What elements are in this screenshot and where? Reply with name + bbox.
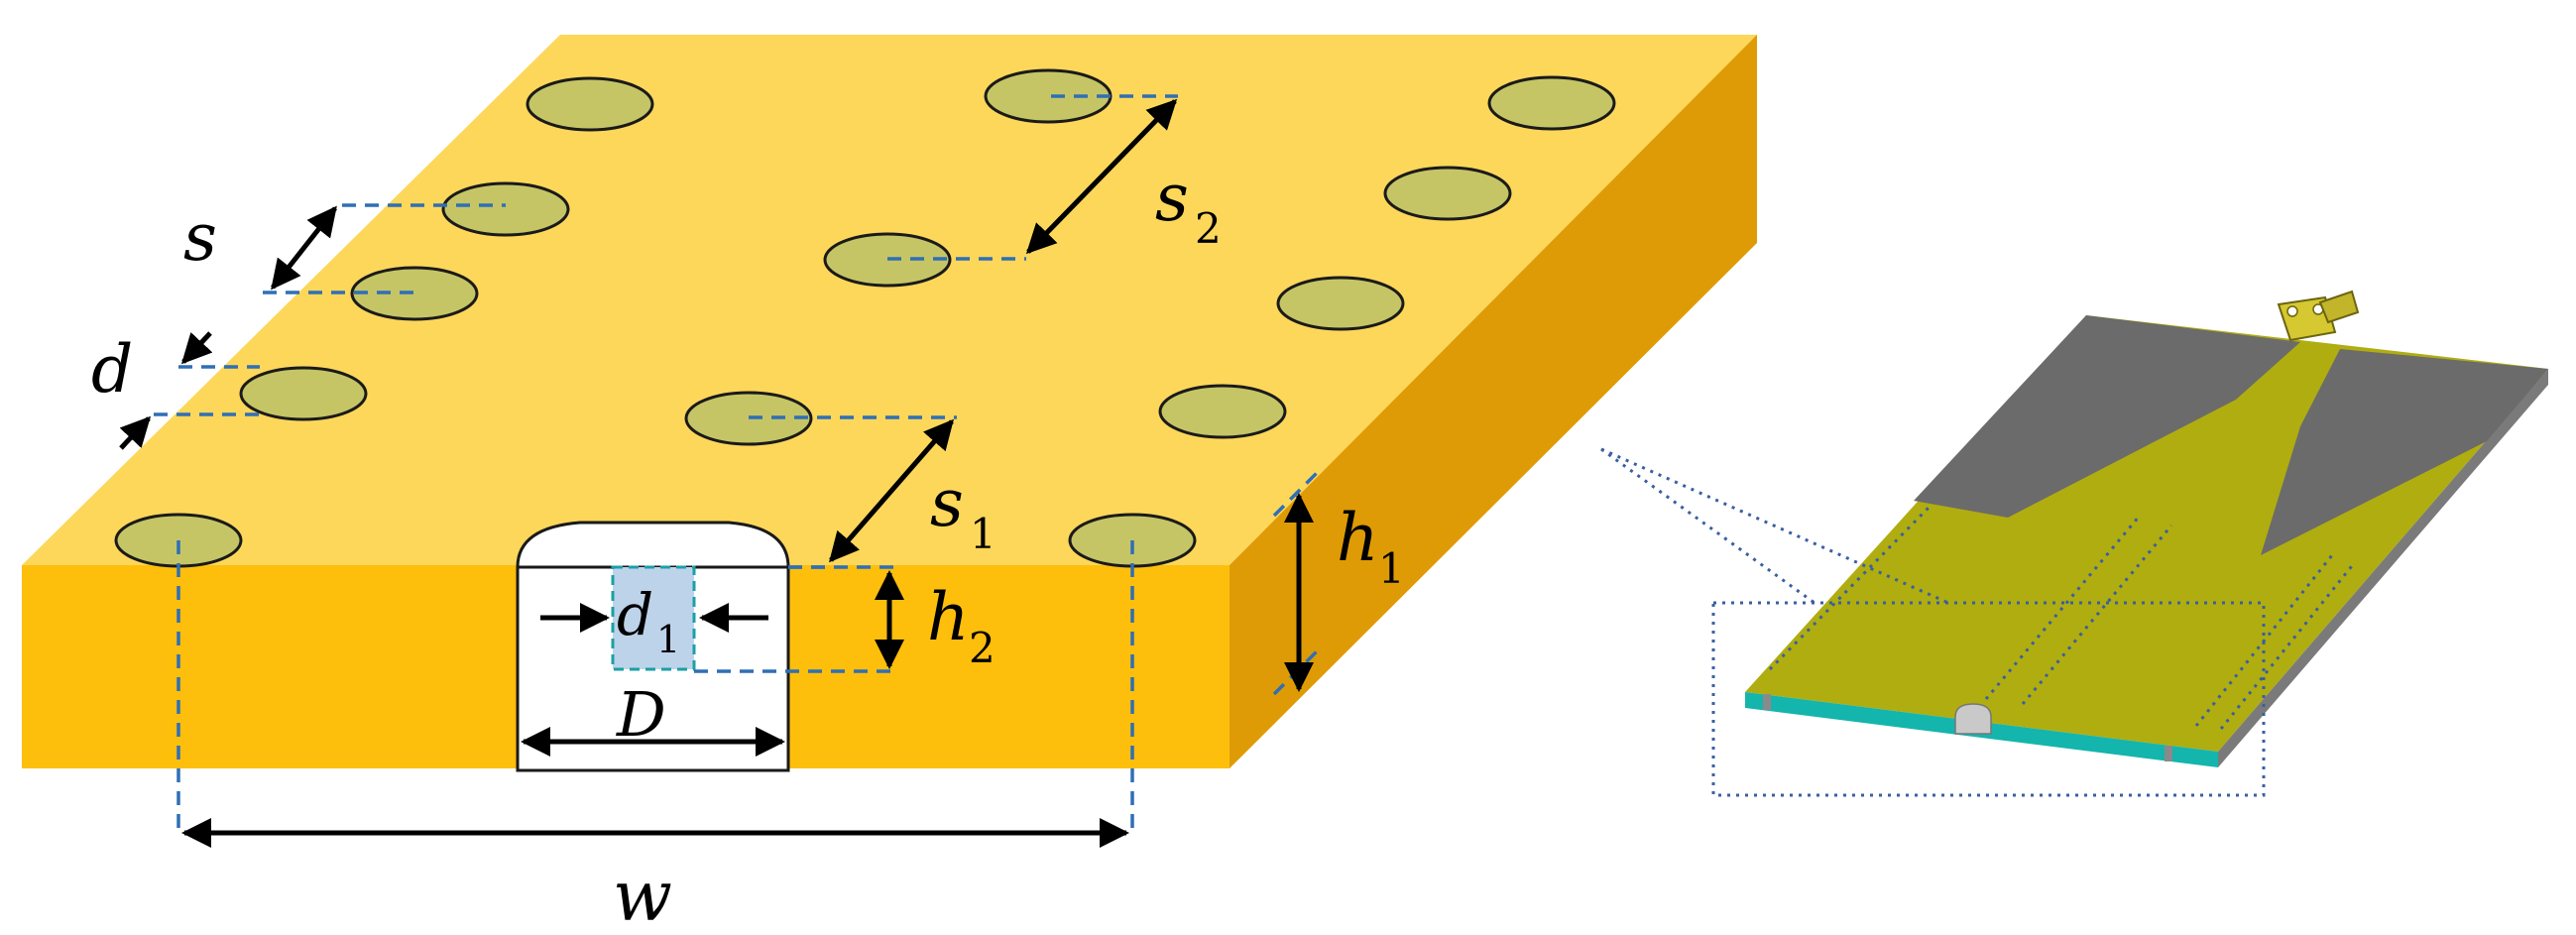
center-via-bump <box>1954 703 1992 735</box>
substrate-side-face <box>1229 35 1757 768</box>
via-row-left <box>1768 506 1931 671</box>
via <box>984 68 1112 124</box>
via <box>1158 384 1287 439</box>
dimension-guides <box>154 94 1324 833</box>
sma-connector <box>2277 290 2360 342</box>
cutout-dome <box>516 521 790 569</box>
label-s1-sub: 1 <box>970 510 996 558</box>
label-h1-sub: 1 <box>1378 544 1405 593</box>
label-d1-sub: 1 <box>656 618 680 661</box>
via-row-center <box>2021 525 2173 705</box>
arrow-s1 <box>829 418 954 563</box>
inner-via-d1 <box>611 565 696 671</box>
pcb-right-side <box>2218 369 2548 767</box>
pcb-antenna <box>1600 290 2548 797</box>
connector-hole <box>2286 305 2298 317</box>
label-D: D <box>616 678 666 751</box>
label-s2-sub: 2 <box>1195 204 1222 253</box>
via <box>526 76 654 132</box>
zoom-box <box>1711 601 2266 797</box>
label-s1: s <box>930 465 964 541</box>
label-s2: s <box>1155 160 1189 236</box>
via <box>1276 276 1405 331</box>
label-h2: h <box>927 579 970 655</box>
edge-slot <box>1763 694 1771 710</box>
connector-barrel <box>2318 290 2360 324</box>
label-h2-sub: 2 <box>969 624 995 672</box>
ground-plane-left <box>1914 315 2300 518</box>
arrow-d-bottom <box>119 415 152 450</box>
via <box>1487 75 1616 131</box>
label-s: s <box>183 199 217 276</box>
dimension-labels: s d s 2 s 1 h 1 h 2 d 1 D w <box>91 160 1405 935</box>
via <box>441 181 570 237</box>
arrow-d-top <box>180 331 213 365</box>
substrate-block <box>22 35 1757 768</box>
via-row-right <box>2194 554 2334 727</box>
via <box>1383 166 1512 221</box>
label-d: d <box>91 331 133 408</box>
label-w: w <box>613 856 672 935</box>
arrow-s <box>271 205 337 291</box>
label-h1: h <box>1337 500 1379 576</box>
via <box>350 266 479 321</box>
dimension-arrows <box>119 98 1314 848</box>
via-array <box>114 68 1616 568</box>
label-d1: d <box>617 581 653 648</box>
ground-plane-right <box>2261 349 2548 555</box>
guide-h1-top <box>1272 466 1324 518</box>
zoom-leader-top <box>1600 447 1949 605</box>
arrow-s2 <box>1025 98 1178 255</box>
edge-slot <box>2165 746 2172 761</box>
zoom-leader-bottom <box>1600 447 1815 605</box>
via <box>239 366 368 421</box>
substrate-top-face <box>22 35 1757 565</box>
